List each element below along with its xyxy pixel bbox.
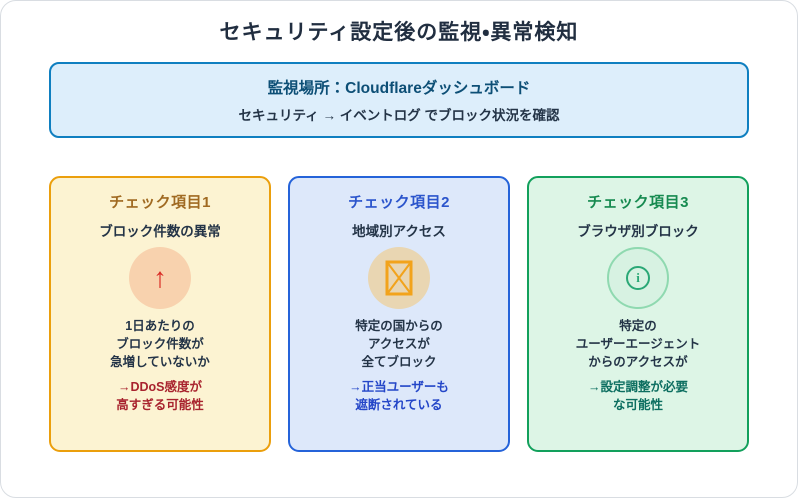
check-item-card-3: チェック項目3 ブラウザ別ブロック i 特定の ユーザーエージェント からのアク… bbox=[527, 176, 749, 452]
monitoring-location-box: 監視場所：Cloudflareダッシュボード セキュリティ → イベントログ で… bbox=[49, 62, 749, 138]
card-title: チェック項目2 bbox=[348, 194, 450, 211]
card-body-text: 特定の国からの アクセスが 全てブロック bbox=[355, 319, 443, 369]
missing-glyph-box-icon bbox=[385, 260, 413, 296]
info-icon: i bbox=[626, 266, 650, 290]
check-item-card-2: チェック項目2 地域別アクセス 特定の国からの アクセスが 全てブロック →正当… bbox=[288, 176, 510, 452]
card-note-text: →正当ユーザーも 遮断されている bbox=[349, 380, 449, 412]
card-title: チェック項目3 bbox=[587, 194, 689, 211]
card-note-text: →DDoS感度が 高すぎる可能性 bbox=[116, 380, 204, 412]
card-subtitle: ブロック件数の異常 bbox=[99, 224, 221, 239]
card-note-text: →設定調整が必要 な可能性 bbox=[587, 380, 688, 412]
check-items-row: チェック項目1 ブロック件数の異常 ↑ 1日あたりの ブロック件数が 急増してい… bbox=[49, 176, 749, 452]
monitoring-location-path: セキュリティ → イベントログ でブロック状況を確認 bbox=[238, 108, 560, 123]
icon-circle: ↑ bbox=[129, 247, 191, 309]
monitoring-location-title: 監視場所：Cloudflareダッシュボード bbox=[267, 80, 531, 97]
page-title: セキュリティ設定後の監視・異常検知 bbox=[219, 21, 579, 44]
check-item-card-1: チェック項目1 ブロック件数の異常 ↑ 1日あたりの ブロック件数が 急増してい… bbox=[49, 176, 271, 452]
card-body-text: 1日あたりの ブロック件数が 急増していないか bbox=[110, 319, 210, 369]
card-subtitle: ブラウザ別ブロック bbox=[577, 224, 699, 239]
card-title: チェック項目1 bbox=[109, 194, 211, 211]
arrow-up-icon: ↑ bbox=[153, 262, 167, 293]
icon-circle bbox=[368, 247, 430, 309]
card-body-text: 特定の ユーザーエージェント からのアクセスが bbox=[575, 319, 701, 369]
icon-circle: i bbox=[607, 247, 669, 309]
card-subtitle: 地域別アクセス bbox=[352, 224, 446, 239]
